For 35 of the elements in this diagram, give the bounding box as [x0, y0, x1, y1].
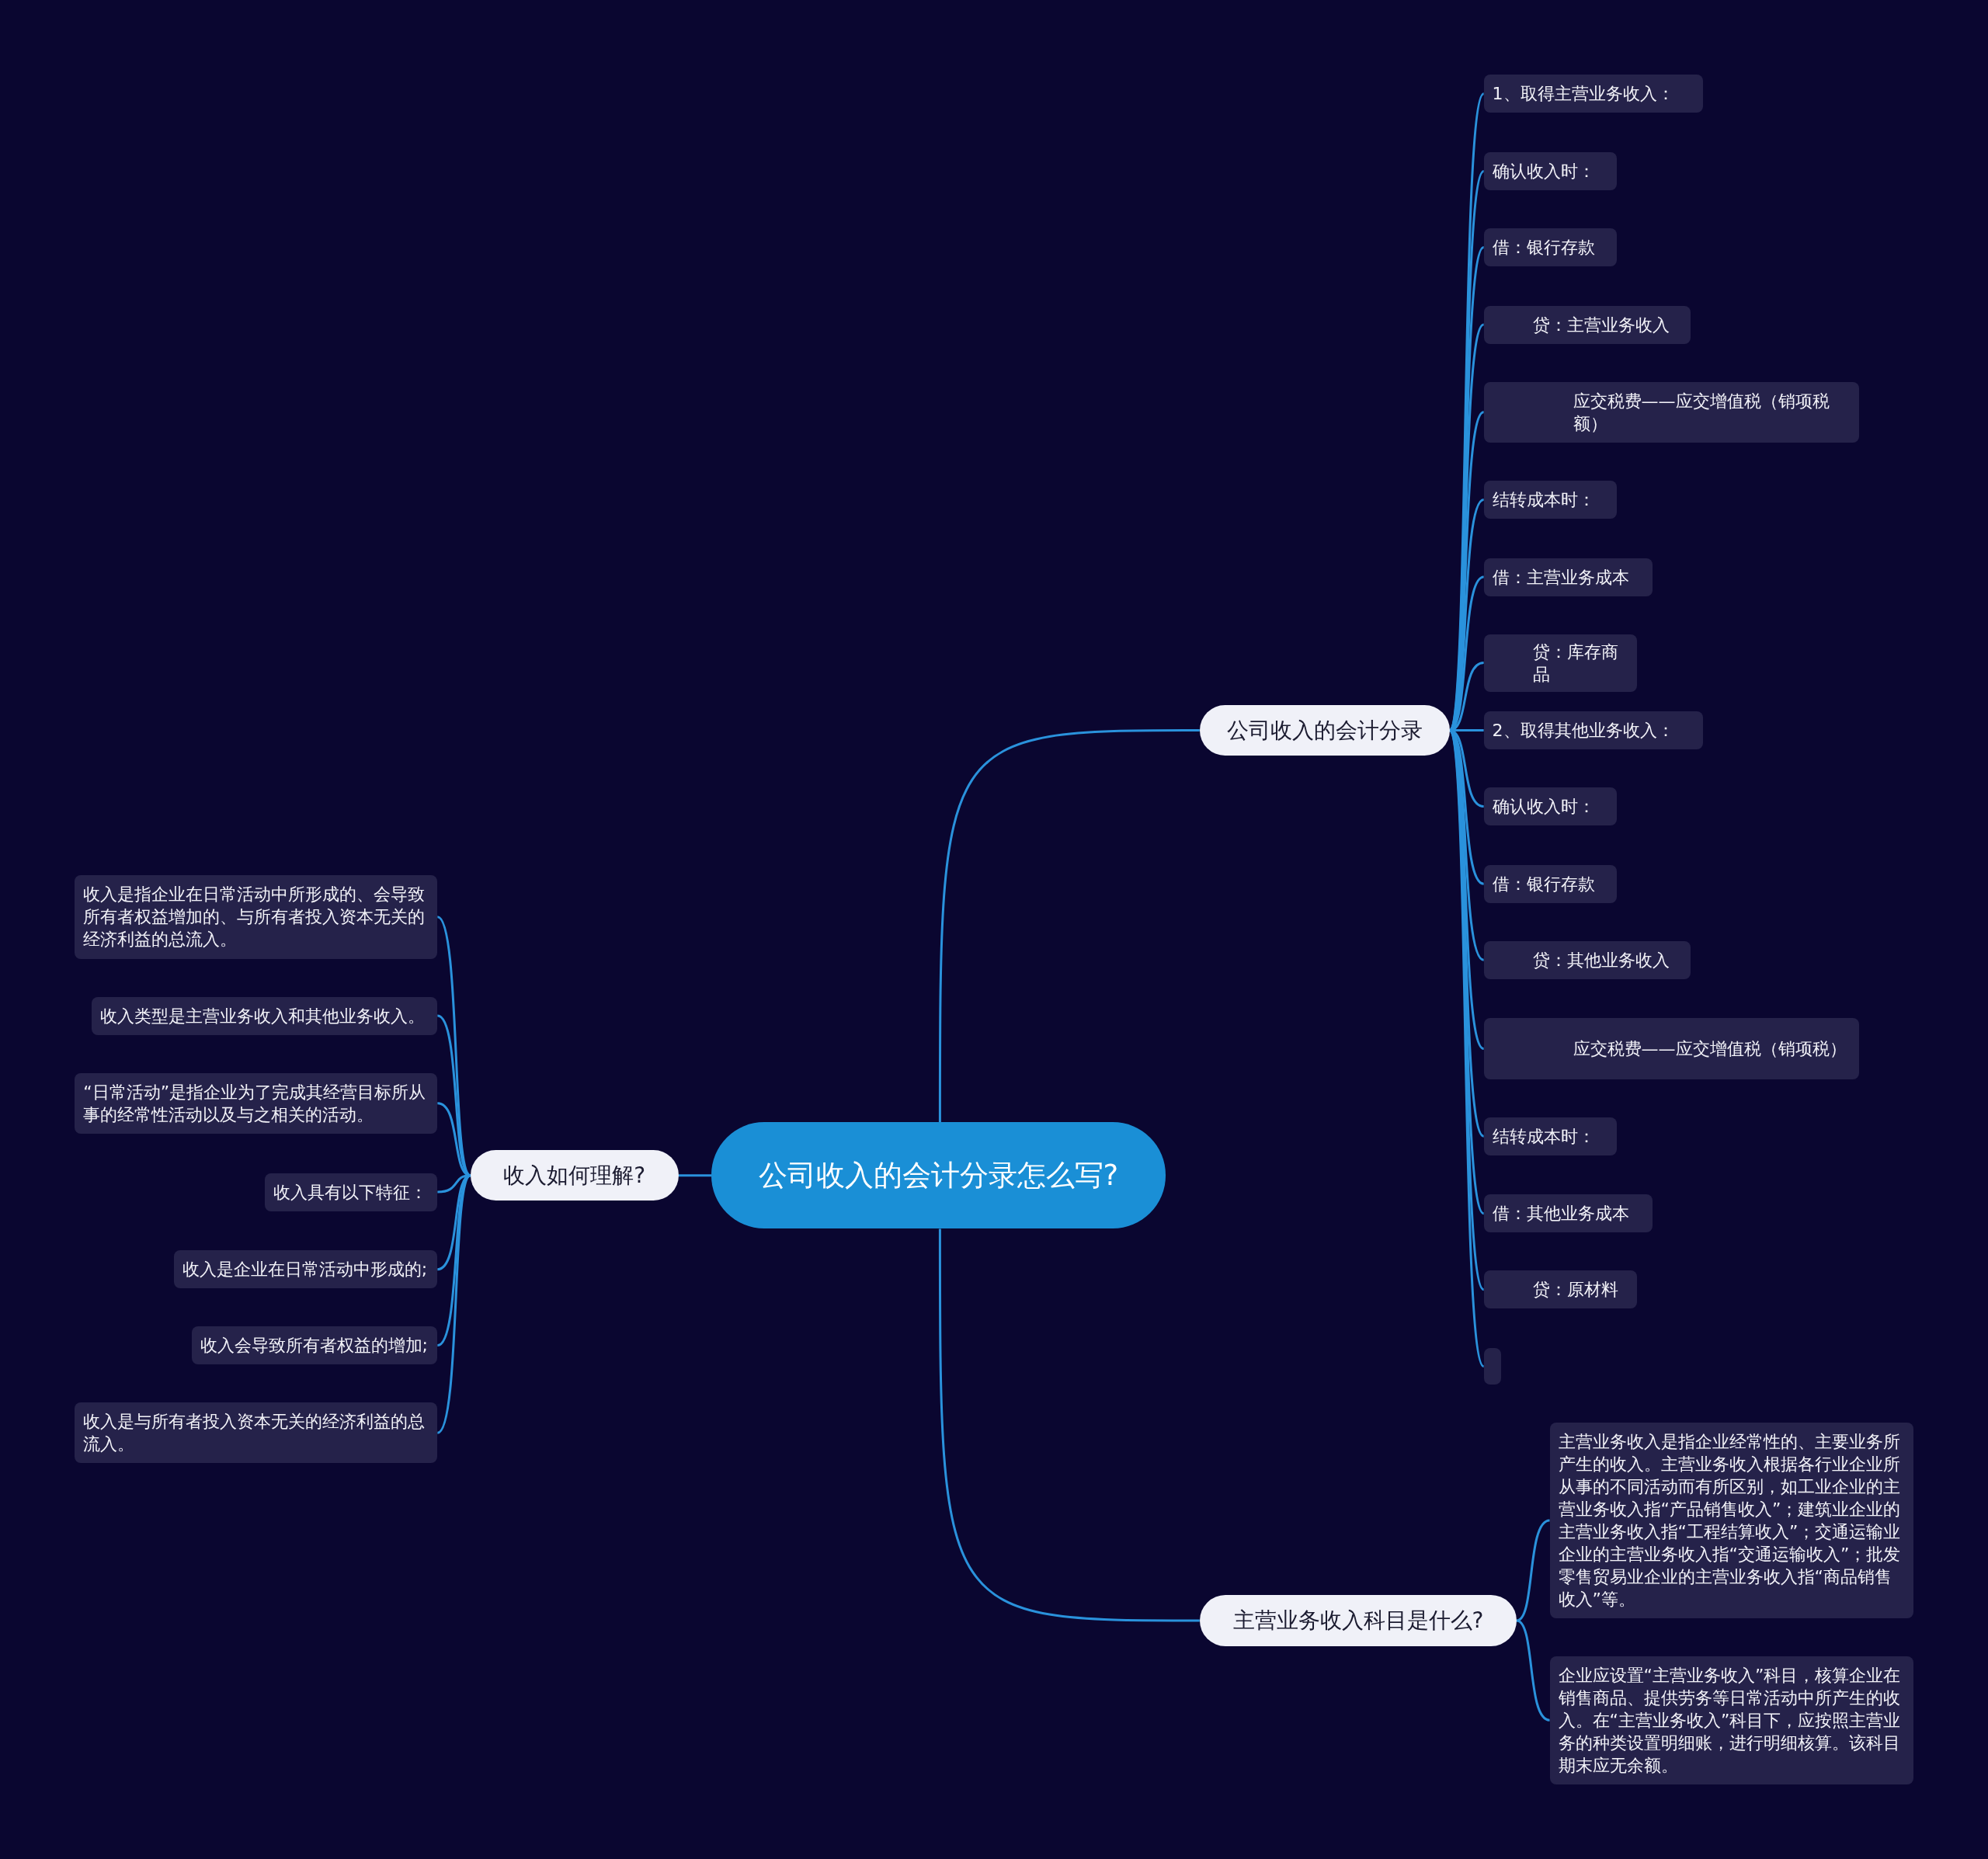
- note-card: 企业应设置“主营业务收入”科目，核算企业在销售商品、提供劳务等日常活动中所产生的收入。在“主营业务收入”科目下，应按照主营业务的种类设置明细账，进行明细核算。该科目期末应无余额。: [1549, 1656, 1914, 1784]
- note-card: 借：银行存款: [1483, 864, 1618, 903]
- topic-pill: 公司收入的会计分录: [1199, 704, 1450, 756]
- note-card: 结转成本时：: [1483, 480, 1618, 519]
- note-card: 收入类型是主营业务收入和其他业务收入。: [91, 996, 438, 1035]
- note-card: 2、取得其他业务收入：: [1483, 711, 1704, 750]
- note-card: “日常活动”是指企业为了完成其经营目标所从事的经常性活动以及与之相关的活动。: [75, 1072, 438, 1134]
- note-card: 主营业务收入是指企业经常性的、主要业务所产生的收入。主营业务收入根据各行业企业所从事的不同活动而有所区别，如工业企业的主营业务收入指“产品销售收入”；建筑业企业的主营业务收入指“工程结算收入”；交通运输业企业的主营业务收入指“交通运输收入”；批发零售贸易业企业的主营业务收入指“商品销售收入”等。: [1549, 1423, 1914, 1618]
- note-card: 收入是与所有者投入资本无关的经济利益的总流入。: [75, 1402, 438, 1464]
- connector-line: [1516, 1619, 1551, 1722]
- note-card: 确认收入时：: [1483, 151, 1618, 190]
- note-card: 收入是企业在日常活动中形成的;: [173, 1250, 438, 1289]
- note-card: 应交税费——应交增值税（销项税额）: [1483, 381, 1859, 443]
- note-card: 借：银行存款: [1483, 228, 1618, 266]
- connector-line: [678, 1174, 712, 1177]
- note-card: 确认收入时：: [1483, 787, 1618, 826]
- note-card: 收入会导致所有者权益的增加;: [191, 1326, 438, 1365]
- topic-pill: 主营业务收入科目是什么?: [1199, 1595, 1517, 1646]
- note-card: 结转成本时：: [1483, 1117, 1618, 1155]
- note-card: 贷：主营业务收入: [1483, 305, 1691, 344]
- note-card: 收入是指企业在日常活动中所形成的、会导致所有者权益增加的、与所有者投入资本无关的经济利益的总流入。: [75, 874, 438, 959]
- note-card: 借：主营业务成本: [1483, 558, 1653, 596]
- note-card: 1、取得主营业务收入：: [1483, 75, 1704, 113]
- note-card: 贷：原材料: [1483, 1270, 1638, 1309]
- central-topic: 公司收入的会计分录怎么写?: [711, 1122, 1166, 1229]
- note-card: 贷：其他业务收入: [1483, 940, 1691, 979]
- connector-line: [938, 1228, 1200, 1622]
- note-card: 借：其他业务成本: [1483, 1194, 1653, 1233]
- connector-line: [938, 729, 1200, 1123]
- note-card: 应交税费——应交增值税（销项税）: [1483, 1018, 1859, 1079]
- connector-line: [1516, 1519, 1551, 1622]
- topic-pill: 收入如何理解?: [470, 1150, 679, 1201]
- note-card: 收入具有以下特征：: [265, 1173, 438, 1211]
- empty-box: [1483, 1347, 1501, 1385]
- note-card: 贷：库存商品: [1483, 634, 1638, 692]
